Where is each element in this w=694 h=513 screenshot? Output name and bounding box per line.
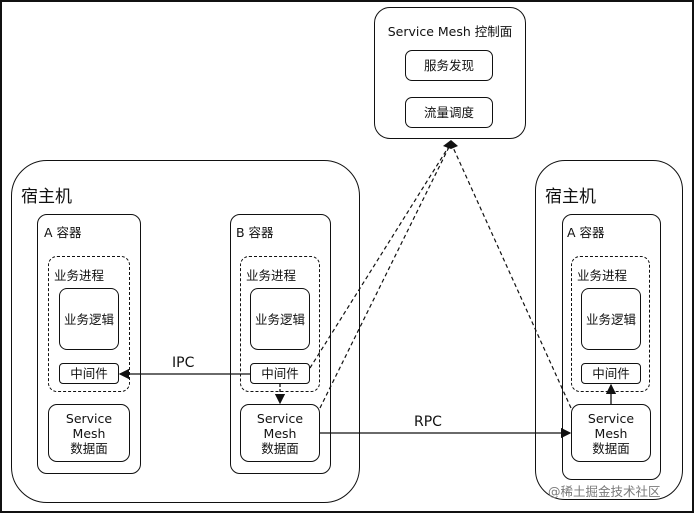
data-plane-left-b: Service Mesh 数据面 <box>240 404 320 462</box>
container-left-a-title: A 容器 <box>44 225 82 240</box>
middleware-left-b-to-control-plane <box>309 142 452 369</box>
dataplane-left-b-to-control-plane <box>319 142 452 409</box>
middleware-left-a: 中间件 <box>59 363 119 384</box>
process-right-a-title: 业务进程 <box>577 268 628 283</box>
process-left-a <box>48 256 130 392</box>
container-right-a-title: A 容器 <box>567 225 605 240</box>
data-plane-left-b-line3: 数据面 <box>261 440 299 456</box>
business-logic-right-a: 业务逻辑 <box>581 288 641 350</box>
data-plane-left-b-line1: Service <box>256 410 304 426</box>
data-plane-left-a-line2: Mesh <box>72 425 106 441</box>
data-plane-left-a: Service Mesh 数据面 <box>48 404 130 462</box>
data-plane-right-a-line3: 数据面 <box>592 440 630 456</box>
data-plane-right-a: Service Mesh 数据面 <box>571 404 651 462</box>
middleware-right-a: 中间件 <box>581 363 641 384</box>
data-plane-left-a-line3: 数据面 <box>70 440 108 456</box>
service-discovery-box: 服务发现 <box>405 50 493 81</box>
data-plane-left-b-line2: Mesh <box>263 425 297 441</box>
middleware-left-b: 中间件 <box>250 363 310 384</box>
container-left-b-title: B 容器 <box>236 225 274 240</box>
traffic-scheduling-box: 流量调度 <box>405 97 493 128</box>
business-logic-left-b: 业务逻辑 <box>250 288 310 350</box>
data-plane-left-a-line1: Service <box>65 410 113 426</box>
host-left-title: 宿主机 <box>21 187 72 207</box>
rpc-label: RPC <box>414 414 442 430</box>
data-plane-right-a-line1: Service <box>587 410 635 426</box>
process-left-b-title: 业务进程 <box>246 268 297 283</box>
watermark: @稀土掘金技术社区 <box>548 484 661 499</box>
data-plane-right-a-line2: Mesh <box>594 425 628 441</box>
ipc-label: IPC <box>172 355 195 371</box>
dataplane-right-to-control-plane <box>450 142 572 409</box>
process-left-a-title: 业务进程 <box>54 268 105 283</box>
control-plane-arrowhead <box>443 140 458 149</box>
host-right-title: 宿主机 <box>545 187 596 207</box>
control-plane-title: Service Mesh 控制面 <box>387 24 513 39</box>
business-logic-left-a: 业务逻辑 <box>59 288 119 350</box>
